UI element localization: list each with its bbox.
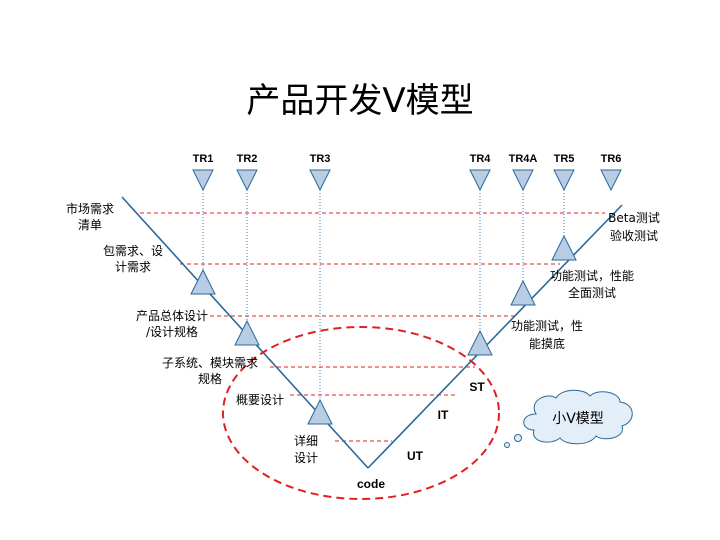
- milestone-triangle-icon: [234, 319, 260, 346]
- right-labels: Beta测试 验收测试 功能测试，性能 全面测试 功能测试，性 能摸底: [511, 210, 660, 351]
- ut-label: UT: [407, 449, 424, 463]
- tr3-marker-icon: [309, 169, 331, 192]
- left-label-line: 子系统、模块需求: [162, 356, 258, 370]
- left-label-line: 设计: [294, 451, 318, 465]
- left-label-line: 规格: [198, 371, 222, 386]
- left-label-line: 包需求、设: [103, 244, 163, 258]
- tr-label: TR2: [237, 153, 258, 165]
- left-label-line: 概要设计: [236, 393, 284, 407]
- tr-label: TR4A: [509, 153, 538, 165]
- tr1-marker-icon: [192, 169, 214, 192]
- left-label-line: 市场需求: [66, 201, 114, 216]
- tr5-marker-icon: [553, 169, 575, 192]
- tr4-marker-icon: [469, 169, 491, 192]
- tr-label: TR5: [554, 153, 575, 165]
- cloud-label: 小V模型: [552, 411, 604, 427]
- tr-label: TR4: [470, 153, 492, 165]
- milestone-triangle-icon: [551, 234, 577, 261]
- left-label-line: /设计规格: [146, 324, 198, 339]
- right-label-line: 功能测试，性: [511, 318, 583, 333]
- left-label-line: 计需求: [115, 260, 151, 274]
- v-milestones: [190, 234, 577, 425]
- small-v-cloud: [504, 389, 633, 448]
- v-right-arm: [367, 204, 623, 469]
- cloud-shape: [523, 389, 633, 445]
- right-label-line: Beta测试: [608, 210, 660, 225]
- code-label: code: [357, 477, 385, 491]
- cloud-bubble-small: [504, 442, 510, 448]
- cloud-bubble-medium: [514, 434, 522, 442]
- tr-markers: [192, 169, 622, 192]
- tr-label: TR3: [310, 153, 331, 165]
- milestone-triangle-icon: [190, 268, 216, 295]
- st-label: ST: [469, 380, 485, 394]
- right-label-line: 全面测试: [568, 285, 616, 300]
- left-labels: 市场需求 清单 包需求、设 计需求 产品总体设计 /设计规格 子系统、模块需求 …: [66, 201, 318, 465]
- milestone-triangle-icon: [467, 329, 493, 356]
- tr-label: TR1: [193, 153, 214, 165]
- right-label-line: 验收测试: [610, 228, 658, 243]
- left-label-line: 产品总体设计: [136, 309, 208, 323]
- tr-labels: TR1 TR2 TR3 TR4 TR4A TR5 TR6: [193, 153, 622, 165]
- tr-label: TR6: [601, 153, 622, 165]
- left-label-line: 清单: [78, 218, 102, 232]
- right-label-line: 能摸底: [529, 336, 565, 351]
- small-v-scope-ellipse: [222, 326, 500, 500]
- tr2-marker-icon: [236, 169, 258, 192]
- tr4a-marker-icon: [512, 169, 534, 192]
- tr6-marker-icon: [600, 169, 622, 192]
- right-label-line: 功能测试，性能: [550, 268, 634, 283]
- left-label-line: 详细: [294, 433, 318, 448]
- milestone-triangle-icon: [307, 398, 333, 425]
- tr-dotted-lines: [202, 190, 565, 405]
- page-title: 产品开发V模型: [246, 81, 473, 121]
- it-label: IT: [438, 408, 449, 422]
- milestone-triangle-icon: [510, 279, 536, 306]
